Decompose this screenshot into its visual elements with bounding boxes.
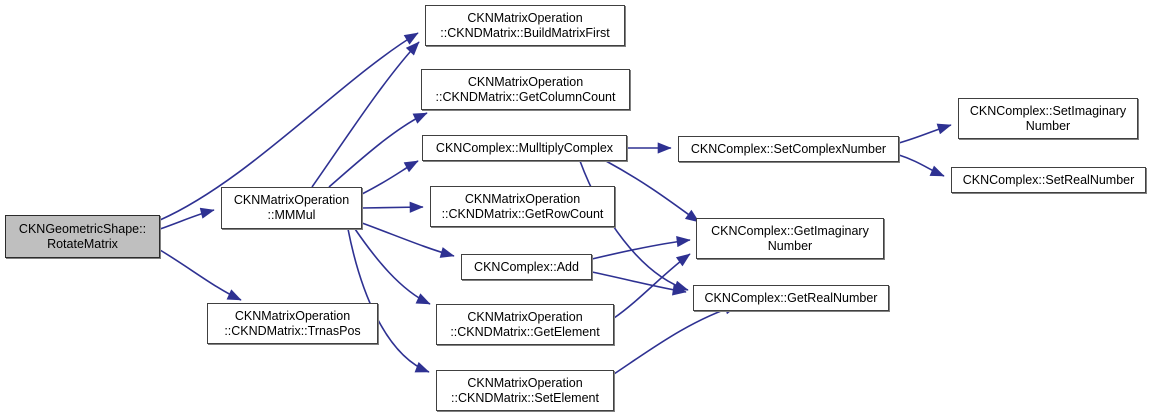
node-label: CKNMatrixOperation ::CKNDMatrix::GetRowC… [441,191,604,221]
edge-mmmul-setelement [347,228,430,373]
node-label: CKNMatrixOperation ::CKNDMatrix::SetElem… [451,375,599,405]
edge-add-getimaginarynumber [591,236,691,260]
node-set-element[interactable]: CKNMatrixOperation ::CKNDMatrix::SetElem… [436,370,614,411]
node-label: CKNGeometricShape:: RotateMatrix [18,221,147,251]
node-get-row-count[interactable]: CKNMatrixOperation ::CKNDMatrix::GetRowC… [430,186,615,227]
node-get-real-number[interactable]: CKNComplex::GetRealNumber [693,285,889,311]
node-build-matrix-first[interactable]: CKNMatrixOperation ::CKNDMatrix::BuildMa… [425,5,625,46]
node-label: CKNComplex::SetComplexNumber [690,142,887,156]
node-label: CKNComplex::SetRealNumber [962,173,1135,187]
edge-setelement-getrealnumber [613,303,739,375]
node-label: CKNMatrixOperation ::MMMul [233,193,350,222]
node-set-complex-number[interactable]: CKNComplex::SetComplexNumber [678,136,899,162]
edge-mulltiplycomplex-getimaginarynumber [605,160,700,223]
edge-mmmul-add [361,222,455,258]
edge-mmmul-mulltiplycomplex [361,160,419,195]
edge-add-getrealnumber [591,271,687,296]
node-add[interactable]: CKNComplex::Add [461,254,592,280]
node-label: CKNComplex::Add [474,260,579,274]
node-label: CKNMatrixOperation ::CKNDMatrix::GetElem… [450,309,600,339]
node-trnaspos[interactable]: CKNMatrixOperation ::CKNDMatrix::TrnasPo… [207,303,378,344]
node-set-imaginary-number[interactable]: CKNComplex::SetImaginary Number [958,98,1138,139]
node-label: CKNComplex::SetImaginary Number [969,103,1127,133]
node-label: CKNComplex::GetImaginary Number [711,223,869,253]
edge-mmmul-getelement [354,228,431,305]
edge-mmmul-getcolumncount [328,112,428,188]
node-rotate-matrix[interactable]: CKNGeometricShape:: RotateMatrix [5,215,160,258]
edge-rotatematrix-trnaspos [159,249,242,301]
edge-rotatematrix-buildmatrixfirst [159,32,419,221]
edge-mulltiplycomplex-getrealnumber [579,160,689,292]
node-label: CKNMatrixOperation ::CKNDMatrix::TrnasPo… [224,308,361,338]
edge-setcomplexnumber-setrealnumber [898,154,945,177]
node-label: CKNMatrixOperation ::CKNDMatrix::GetColu… [435,74,616,104]
node-label: CKNComplex::MulltiplyComplex [435,141,614,155]
node-set-real-number[interactable]: CKNComplex::SetRealNumber [951,167,1146,193]
edge-mmmul-getrowcount [361,201,424,213]
node-get-element[interactable]: CKNMatrixOperation ::CKNDMatrix::GetElem… [436,304,614,345]
node-mulltiply-complex[interactable]: CKNComplex::MulltiplyComplex [422,135,627,161]
node-get-imaginary-number[interactable]: CKNComplex::GetImaginary Number [696,218,884,259]
node-label: CKNComplex::GetRealNumber [704,291,878,305]
edge-getelement-getimaginarynumber [613,253,691,319]
edge-rotatematrix-mmmul [159,207,215,230]
node-get-column-count[interactable]: CKNMatrixOperation ::CKNDMatrix::GetColu… [421,69,630,110]
node-mmmul[interactable]: CKNMatrixOperation ::MMMul [221,187,362,229]
node-label: CKNMatrixOperation ::CKNDMatrix::BuildMa… [440,10,610,40]
edge-mmmul-buildmatrixfirst [311,41,420,188]
edge-setcomplexnumber-setimaginarynumber [898,123,952,144]
